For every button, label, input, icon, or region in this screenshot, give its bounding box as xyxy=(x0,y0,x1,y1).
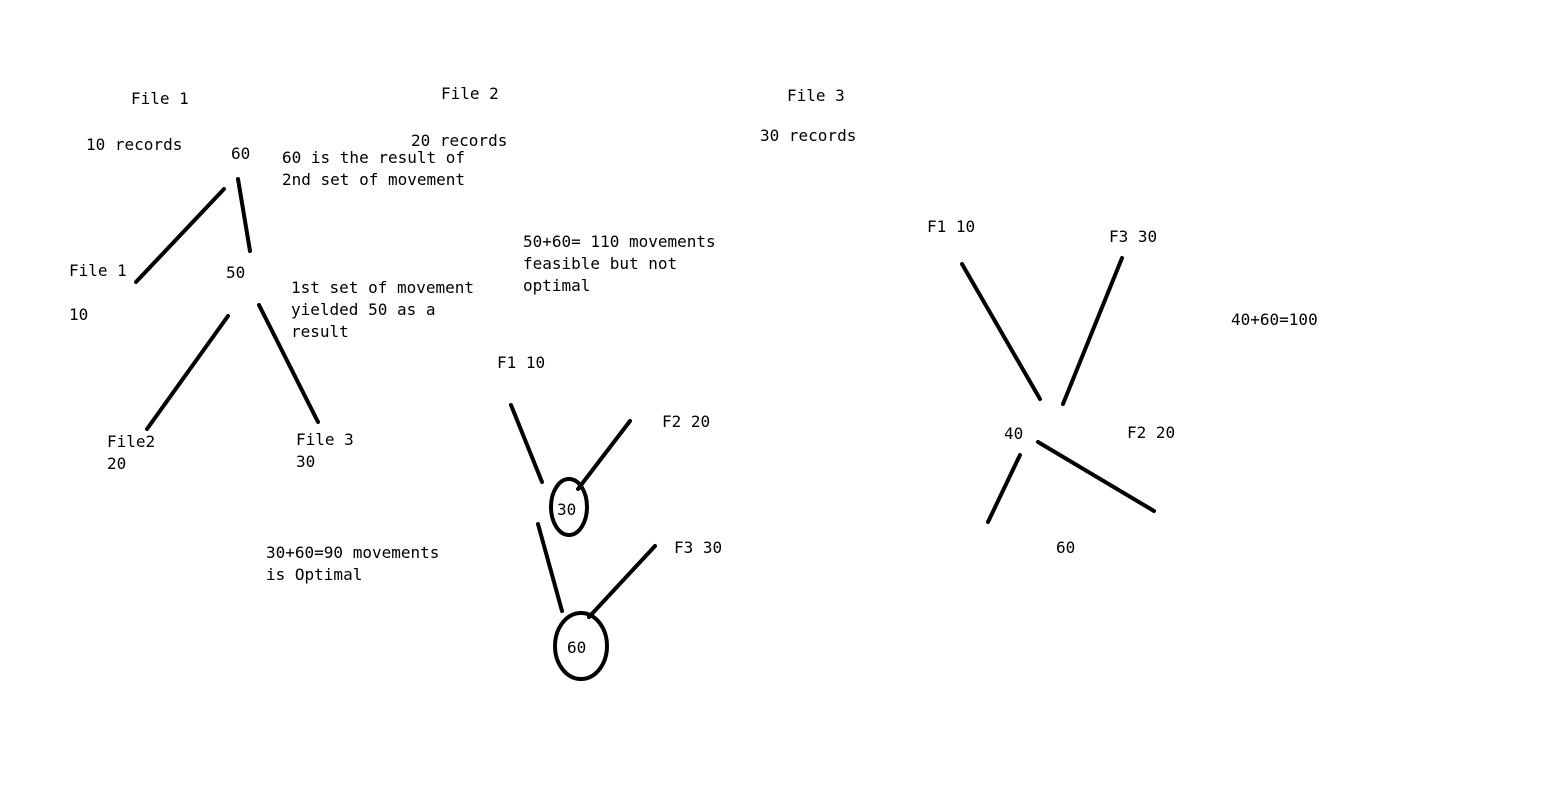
tree3-f2-label: F2 20 xyxy=(1127,423,1176,442)
tree1-root-note-2: 2nd set of movement xyxy=(282,170,466,189)
tree1-file3-label: File 3 xyxy=(296,430,354,449)
tree2-note-1: 50+60= 110 movements xyxy=(523,232,716,251)
edge-40-to-f2 xyxy=(1036,440,1156,513)
file3-header: File 3 xyxy=(787,86,845,105)
tree1-mid-note-1: 1st set of movement xyxy=(291,278,475,297)
edge-f1-to-40 xyxy=(960,262,1042,401)
file2-header: File 2 xyxy=(441,84,499,103)
circle-node-60 xyxy=(553,611,609,681)
tree1-file2-value: 20 xyxy=(107,454,127,473)
tree3-node-40: 40 xyxy=(1004,424,1024,443)
optimal-note-1: 30+60=90 movements xyxy=(266,543,440,562)
tree1-root-note-1: 60 is the result of xyxy=(282,148,466,167)
tree3-sum: 40+60=100 xyxy=(1231,310,1318,329)
tree2-note-3: optimal xyxy=(523,276,591,295)
tree1-file2-label: File2 xyxy=(107,432,156,451)
edge-40-down xyxy=(986,453,1022,524)
file3-records: 30 records xyxy=(760,126,857,145)
tree3-f1-label: F1 10 xyxy=(927,217,976,236)
tree2-node-60: 60 xyxy=(567,638,587,657)
circle-node-30 xyxy=(549,477,589,537)
tree1-mid-value: 50 xyxy=(226,263,246,282)
file1-header: File 1 xyxy=(131,89,189,108)
tree2-node-30: 30 xyxy=(557,500,577,519)
tree1-file3-value: 30 xyxy=(296,452,316,471)
edge-f2-to-30 xyxy=(576,419,632,491)
tree2-note-2: feasible but not xyxy=(523,254,678,273)
tree2-f2-label: F2 20 xyxy=(662,412,711,431)
edge-root-to-mid xyxy=(236,177,252,253)
edge-f1-to-30 xyxy=(509,403,544,484)
tree1-mid-note-2: yielded 50 as a xyxy=(291,300,436,319)
tree3-bottom-value: 60 xyxy=(1056,538,1076,557)
tree1-root-value: 60 xyxy=(231,144,251,163)
edge-mid-to-file3 xyxy=(257,303,320,424)
tree2-f3-label: F3 30 xyxy=(674,538,723,557)
file1-records: 10 records xyxy=(86,135,183,154)
tree3-f3-label: F3 30 xyxy=(1109,227,1158,246)
edge-30-to-60 xyxy=(536,522,564,613)
optimal-note-2: is Optimal xyxy=(266,565,363,584)
edge-mid-to-file2 xyxy=(145,314,230,431)
tree1-mid-note-3: result xyxy=(291,322,349,341)
edge-f3-to-40 xyxy=(1061,256,1124,406)
edge-root-to-file1 xyxy=(134,187,226,284)
edge-f3-to-60 xyxy=(587,544,657,619)
tree1-file1-label: File 1 xyxy=(69,261,127,280)
tree1-file1-value: 10 xyxy=(69,305,89,324)
file2-records: 20 records xyxy=(411,131,508,150)
tree2-f1-label: F1 10 xyxy=(497,353,546,372)
